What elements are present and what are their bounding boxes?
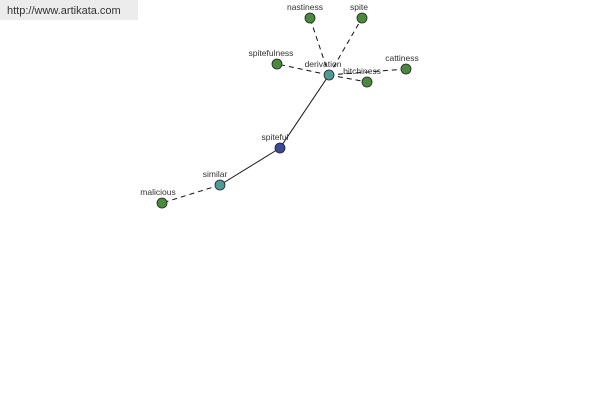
edge-spiteful-derivation xyxy=(279,74,330,149)
node-nastiness[interactable] xyxy=(304,12,316,24)
node-label-malicious: malicious xyxy=(140,187,175,197)
node-label-spitefulness: spitefulness xyxy=(249,48,294,58)
edge-spiteful-similar xyxy=(219,147,281,186)
edge-derivation-nastiness xyxy=(309,17,330,76)
node-label-derivation: derivation xyxy=(305,59,342,69)
node-label-similar: similar xyxy=(203,169,228,179)
node-label-spiteful: spiteful xyxy=(262,132,289,142)
node-malicious[interactable] xyxy=(156,197,168,209)
node-label-bitchiness: bitchiness xyxy=(343,66,381,76)
node-derivation[interactable] xyxy=(323,69,335,81)
edge-derivation-bitchiness xyxy=(328,74,368,83)
node-spite[interactable] xyxy=(356,12,368,24)
edge-derivation-cattiness xyxy=(328,68,407,76)
node-label-spite: spite xyxy=(350,2,368,12)
node-label-nastiness: nastiness xyxy=(287,2,323,12)
node-spiteful[interactable] xyxy=(274,142,286,154)
edge-similar-malicious xyxy=(161,184,221,204)
node-bitchiness[interactable] xyxy=(361,76,373,88)
nodes-layer: nastiness spite spitefulness derivationbitc… xyxy=(140,2,419,209)
node-spitefulness[interactable] xyxy=(271,58,283,70)
node-similar[interactable] xyxy=(214,179,226,191)
edge-derivation-spite xyxy=(328,17,363,76)
watermark-url: http://www.artikata.com xyxy=(0,0,138,20)
node-cattiness[interactable] xyxy=(400,63,412,75)
edges-layer xyxy=(161,17,407,204)
node-label-cattiness: cattiness xyxy=(385,53,419,63)
